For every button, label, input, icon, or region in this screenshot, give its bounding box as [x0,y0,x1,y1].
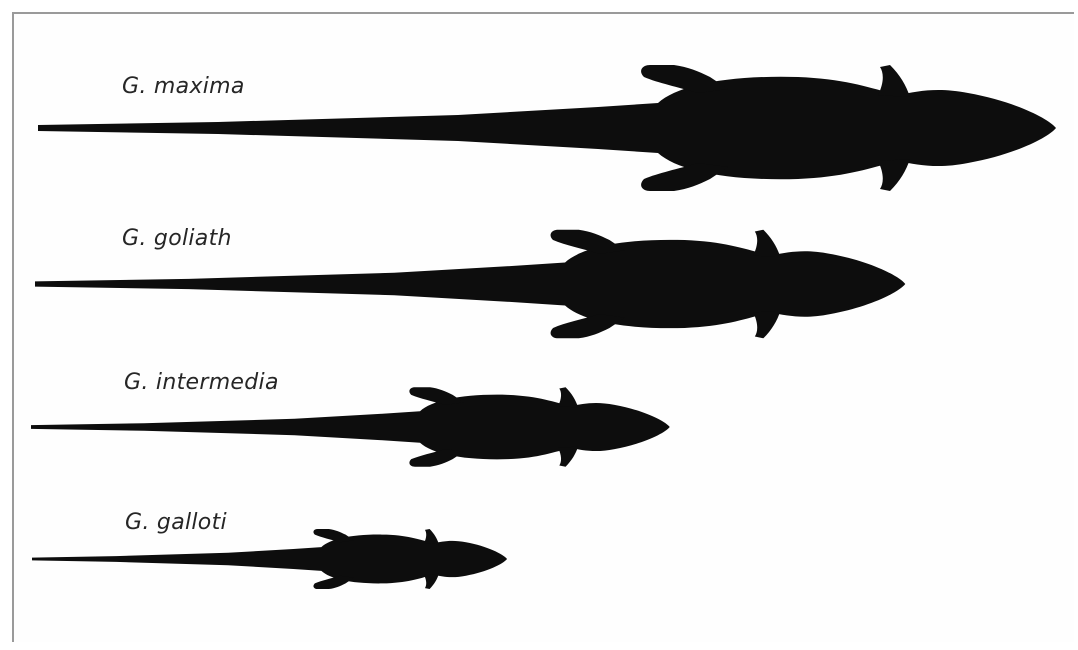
lizard-leg-shape [558,447,578,467]
lizard-leg-shape [313,529,354,542]
lizard-leg-shape [753,311,780,339]
lizard-leg-shape [558,387,578,407]
lizard-leg-shape [878,159,910,191]
lizard-silhouette-intermedia [31,386,671,468]
lizard-leg-shape [409,387,464,405]
lizard-silhouette-goliath [35,228,907,340]
lizard-leg-shape [878,65,910,97]
lizard-leg-shape [753,230,780,258]
lizard-leg-shape [313,576,354,589]
lizard-silhouette-galloti [32,528,508,590]
lizard-leg-shape [551,230,625,254]
lizard-leg-shape [424,529,439,544]
lizard-silhouette-maxima [38,63,1058,193]
lizard-leg-shape [424,574,439,589]
lizard-leg-shape [641,163,728,191]
lizard-leg-shape [409,449,464,467]
lizard-leg-shape [551,314,625,338]
lizard-leg-shape [641,65,728,93]
